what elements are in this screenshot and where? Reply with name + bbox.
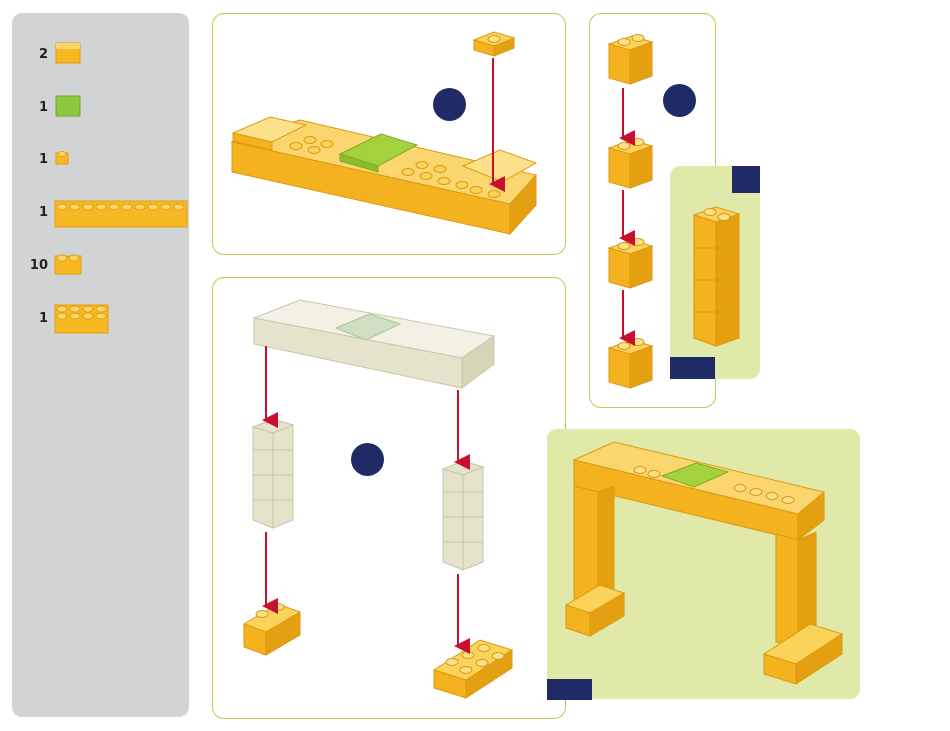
final-arch-illustration: [566, 442, 842, 684]
beam-illustration: [232, 32, 536, 234]
column-result-illustration: [694, 207, 739, 346]
column-stacking-illustration: [609, 35, 652, 389]
assembly-illustration: [244, 300, 512, 698]
